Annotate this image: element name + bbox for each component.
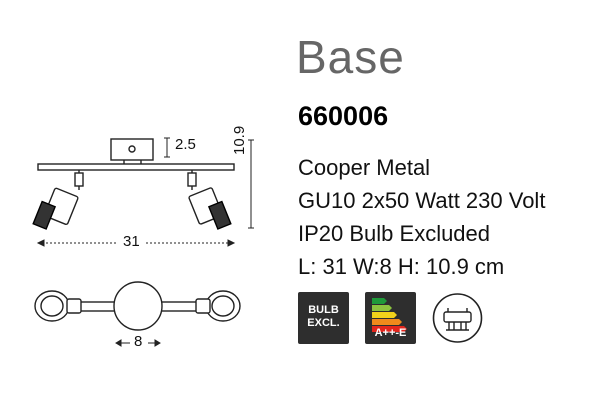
- bar: [37, 163, 235, 171]
- dimension-length: 31: [123, 233, 140, 250]
- base-plate: [113, 281, 163, 331]
- right-bulb: [207, 200, 232, 230]
- energy-class-icon: A++-E: [365, 292, 416, 344]
- lamp-holder-icon: [432, 292, 483, 344]
- dimension-lines: [36, 137, 254, 347]
- energy-arrows: [372, 298, 407, 332]
- side-view: [32, 138, 235, 230]
- top-view: [34, 281, 241, 331]
- mount-screw: [128, 145, 136, 153]
- energy-class-label: A++-E: [374, 327, 407, 339]
- bulb-excl-line2: EXCL.: [307, 317, 340, 329]
- bulb-excluded-icon: BULB EXCL.: [298, 292, 349, 344]
- product-code: 660006: [298, 101, 389, 131]
- spec-bulb: GU10 2x50 Watt 230 Volt: [298, 188, 546, 213]
- left-bulb: [32, 200, 57, 230]
- spec-ip: IP20 Bulb Excluded: [298, 221, 491, 246]
- spec-dimensions: L: 31 W:8 H: 10.9 cm: [298, 254, 505, 279]
- dimension-width: 8: [134, 333, 143, 350]
- product-title: Base: [296, 31, 405, 83]
- bulb-excl-line1: BULB: [308, 304, 339, 316]
- dimension-height: 10.9: [231, 125, 248, 155]
- spec-material: Cooper Metal: [298, 155, 431, 180]
- dimension-top-height: 2.5: [175, 136, 196, 153]
